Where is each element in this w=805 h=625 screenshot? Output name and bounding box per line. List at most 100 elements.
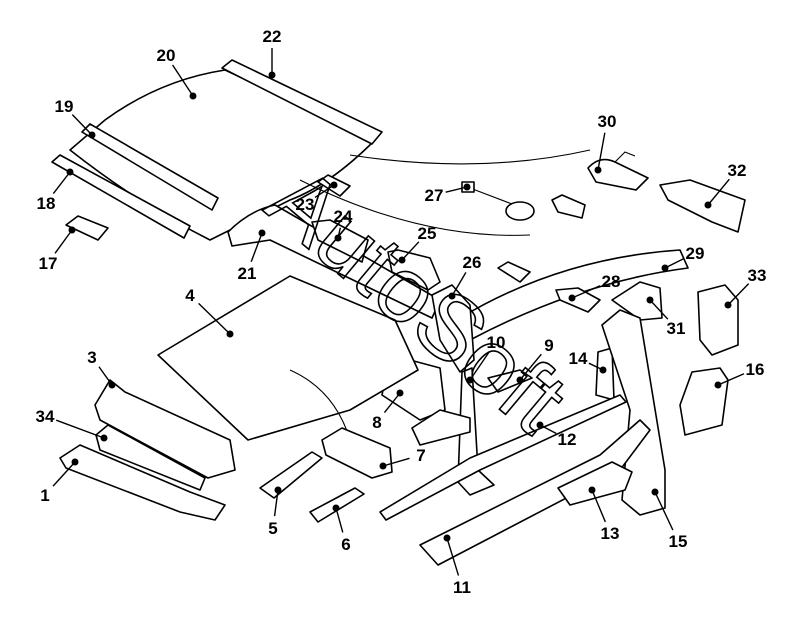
callout-label-8: 8 [372,413,381,432]
callout-label-22: 22 [263,27,282,46]
callout-label-3: 3 [87,348,96,367]
crossmember-1-shape [59,444,226,521]
mirror-mount-30-shape [614,151,636,163]
rocker-11-shape [419,419,651,566]
callout-leader-31 [649,299,669,320]
callout-dot-12 [536,421,544,429]
bracket-9-shape [487,369,533,393]
callout-dot-26 [448,292,456,300]
clip-17-shape [65,215,109,241]
callout-leader-4 [198,302,231,335]
callout-label-16: 16 [746,360,765,379]
callout-leader-25 [401,241,420,261]
side-rail-21-shape [227,204,441,319]
callout-label-5: 5 [268,519,277,538]
callout-label-6: 6 [341,535,350,554]
sill-12-shape [379,394,627,521]
callout-label-28: 28 [602,272,621,291]
callout-dot-4 [226,330,234,338]
callout-dot-25 [398,256,406,264]
callout-dot-1 [71,458,79,466]
callout-leader-28 [571,285,601,299]
callout-leader-6 [335,507,344,533]
roof-rail-22-shape [221,59,383,145]
floor-panel-4-shape [157,275,419,441]
callout-leader-16 [717,373,745,386]
callout-label-29: 29 [686,244,705,263]
callout-label-34: 34 [36,407,55,426]
bracket-7-shape [321,427,393,479]
cable-27-shape [469,187,513,205]
callout-dot-9 [516,376,524,384]
callout-leader-3 [98,366,113,386]
callout-label-32: 32 [728,161,747,180]
callout-leader-13 [591,489,607,523]
callout-label-31: 31 [667,319,686,338]
callout-leader-27 [445,186,468,193]
callout-leader-26 [451,271,467,297]
callout-dot-28 [568,294,576,302]
callout-label-33: 33 [748,266,767,285]
bracket-5-shape [259,451,323,499]
callout-label-20: 20 [157,46,176,65]
bracket-13-shape [557,461,633,506]
callout-leader-18 [52,171,71,194]
callout-label-9: 9 [544,336,553,355]
callout-dot-27 [463,183,471,191]
callout-dot-20 [189,92,197,100]
callout-leader-8 [383,392,401,414]
callout-label-19: 19 [55,97,74,116]
crossmember-34-shape [95,424,206,491]
callout-dot-6 [332,504,340,512]
callout-leader-29 [664,257,685,269]
callout-label-24: 24 [334,207,353,226]
callout-label-15: 15 [669,532,688,551]
callout-label-11: 11 [453,578,471,597]
callout-leader-17 [54,229,73,254]
callout-dot-8 [396,389,404,397]
callout-dot-33 [724,301,732,309]
callout-dot-24 [334,234,342,242]
callout-dot-15 [651,488,659,496]
callout-leader-15 [654,491,674,531]
roof-outline-curve [299,149,591,236]
callout-leader-30 [597,132,606,171]
callout-label-1: 1 [40,486,49,505]
callout-leader-11 [446,537,460,576]
bracket-16-shape [679,367,729,436]
callout-label-7: 7 [416,446,425,465]
callout-dot-34 [100,434,108,442]
callout-leader-33 [727,283,750,306]
callout-leader-20 [172,64,194,97]
bracket-14-shape [595,347,615,401]
mirror-30-shape [587,158,649,191]
callout-label-17: 17 [39,254,58,273]
callout-dot-31 [646,296,654,304]
bracket-24-shape [311,219,369,263]
callout-leader-32 [707,178,730,206]
callout-label-18: 18 [37,194,56,213]
callout-dot-16 [714,381,722,389]
callout-dot-3 [108,381,116,389]
callout-dot-22 [268,71,276,79]
roof-rail-19-shape [81,123,219,211]
callout-label-21: 21 [238,264,257,283]
sill-upper-shape [411,409,471,446]
callout-dot-7 [379,462,387,470]
bracket-33-shape [697,284,739,356]
callout-dot-17 [68,226,76,234]
callout-leader-1 [52,461,76,487]
bracket-28-shape [555,287,601,313]
callout-leader-21 [250,232,263,263]
callout-dot-30 [594,166,602,174]
callout-label-10: 10 [487,333,506,352]
callout-leader-34 [55,419,105,439]
callouts: 1345678910111213141516171819202122232425… [36,27,767,597]
callout-label-30: 30 [598,112,617,131]
callout-dot-14 [599,366,607,374]
callout-leader-10 [469,351,490,381]
pillar-26-shape [431,284,475,373]
clip-shape [551,194,586,219]
